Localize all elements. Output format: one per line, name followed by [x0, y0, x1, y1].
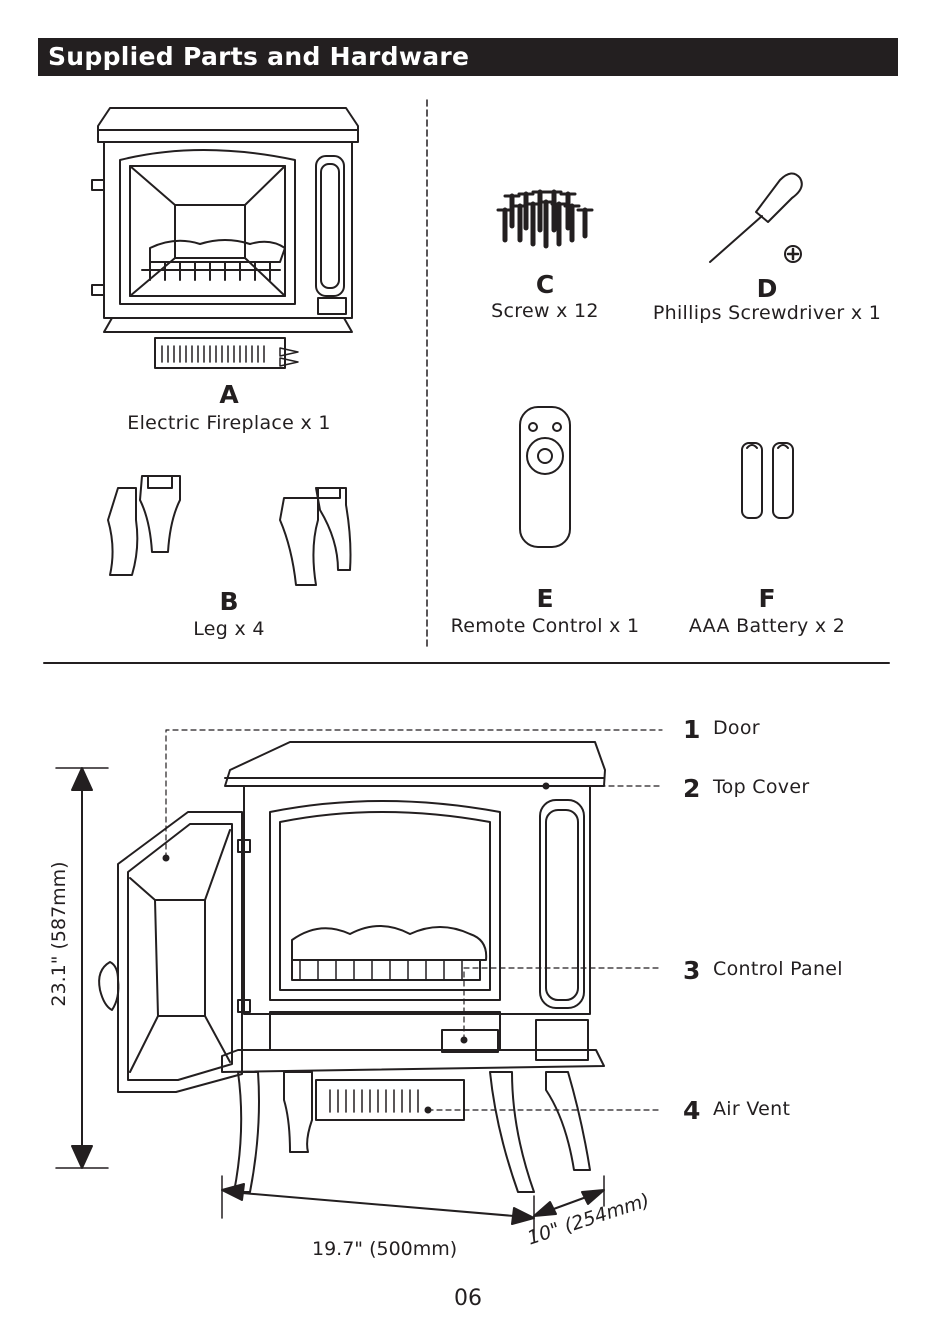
part-a-letter: A [219, 380, 238, 409]
callout-3-number: 3 [683, 956, 700, 985]
legs-illustration [108, 476, 351, 585]
part-d-letter: D [757, 274, 778, 303]
width-dimension [222, 1176, 534, 1238]
part-c-letter: C [536, 270, 554, 299]
screwdriver-illustration [710, 173, 802, 262]
leader-dots [163, 783, 550, 1114]
main-fireplace-diagram [99, 742, 605, 1192]
callout-2-number: 2 [683, 774, 700, 803]
callout-4-name: Air Vent [713, 1098, 790, 1120]
part-a-name: Electric Fireplace x 1 [127, 412, 330, 434]
callout-1-name: Door [713, 717, 760, 739]
part-e-name: Remote Control x 1 [451, 615, 640, 637]
width-dimension-label: 19.7" (500mm) [312, 1238, 457, 1260]
callout-4-number: 4 [683, 1096, 700, 1125]
screws-illustration [498, 192, 592, 246]
part-d-name: Phillips Screwdriver x 1 [653, 302, 881, 324]
part-f-name: AAA Battery x 2 [689, 615, 845, 637]
part-f-letter: F [758, 584, 775, 613]
page-number: 06 [454, 1286, 482, 1311]
part-c-name: Screw x 12 [491, 300, 599, 322]
batteries-illustration [742, 443, 793, 518]
part-e-letter: E [536, 584, 553, 613]
fireplace-illustration [92, 108, 358, 368]
callout-1-number: 1 [683, 715, 700, 744]
part-b-letter: B [219, 587, 238, 616]
callout-2-name: Top Cover [713, 776, 809, 798]
part-b-name: Leg x 4 [193, 618, 265, 640]
callout-3-name: Control Panel [713, 958, 843, 980]
height-dimension-label: 23.1" (587mm) [48, 861, 70, 1006]
remote-illustration [520, 407, 570, 547]
